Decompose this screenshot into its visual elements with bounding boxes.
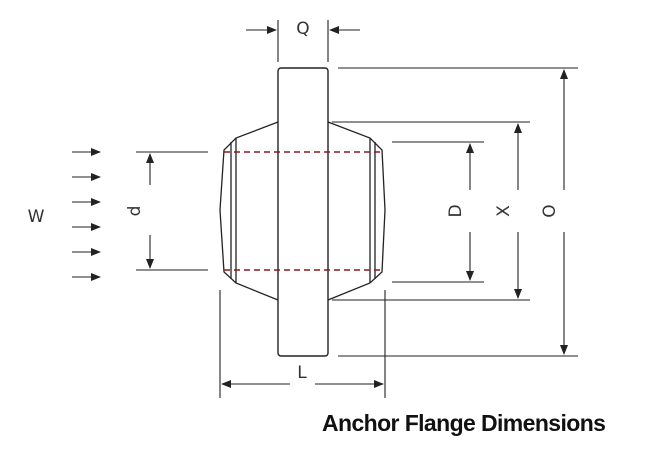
flange-plate: [277, 67, 329, 357]
dimension-l: [219, 290, 386, 398]
pressure-arrows: [72, 148, 101, 281]
label-d-large: D: [446, 204, 466, 217]
label-x: X: [494, 205, 514, 217]
label-d-small: d: [125, 206, 145, 217]
dimension-q: [246, 20, 360, 62]
right-hub: [327, 121, 386, 301]
label-o: O: [540, 204, 560, 217]
diagram-title: Anchor Flange Dimensions: [322, 410, 606, 436]
label-q: Q: [296, 19, 309, 39]
bore-hidden-lines: [224, 151, 382, 271]
dimension-o: [338, 67, 578, 357]
label-w: W: [28, 207, 45, 227]
label-l: L: [297, 363, 307, 383]
dimension-d-large: [392, 141, 484, 283]
dimension-d-small: [136, 151, 208, 271]
dimension-x: [332, 121, 530, 301]
left-hub: [219, 121, 279, 301]
